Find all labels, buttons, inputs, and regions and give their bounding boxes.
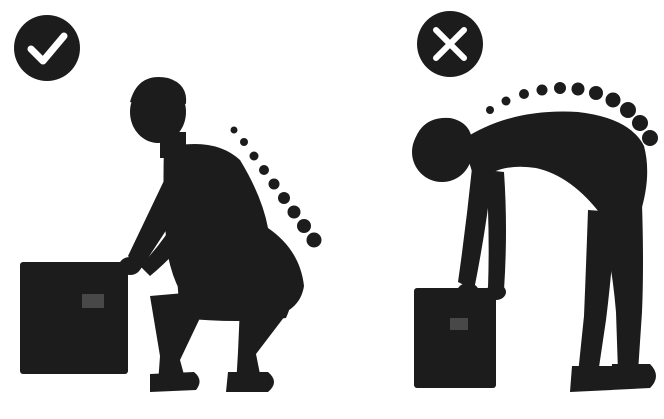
lifted-box <box>414 288 496 388</box>
squatting-person-silhouette <box>119 77 304 392</box>
lifted-box <box>20 262 128 374</box>
correct-lift-panel <box>0 0 340 419</box>
cross-icon <box>417 11 483 77</box>
incorrect-lift-panel <box>340 0 664 419</box>
checkmark-icon <box>14 15 80 81</box>
correct-lift-figure <box>0 0 340 419</box>
incorrect-lift-figure <box>340 0 664 419</box>
